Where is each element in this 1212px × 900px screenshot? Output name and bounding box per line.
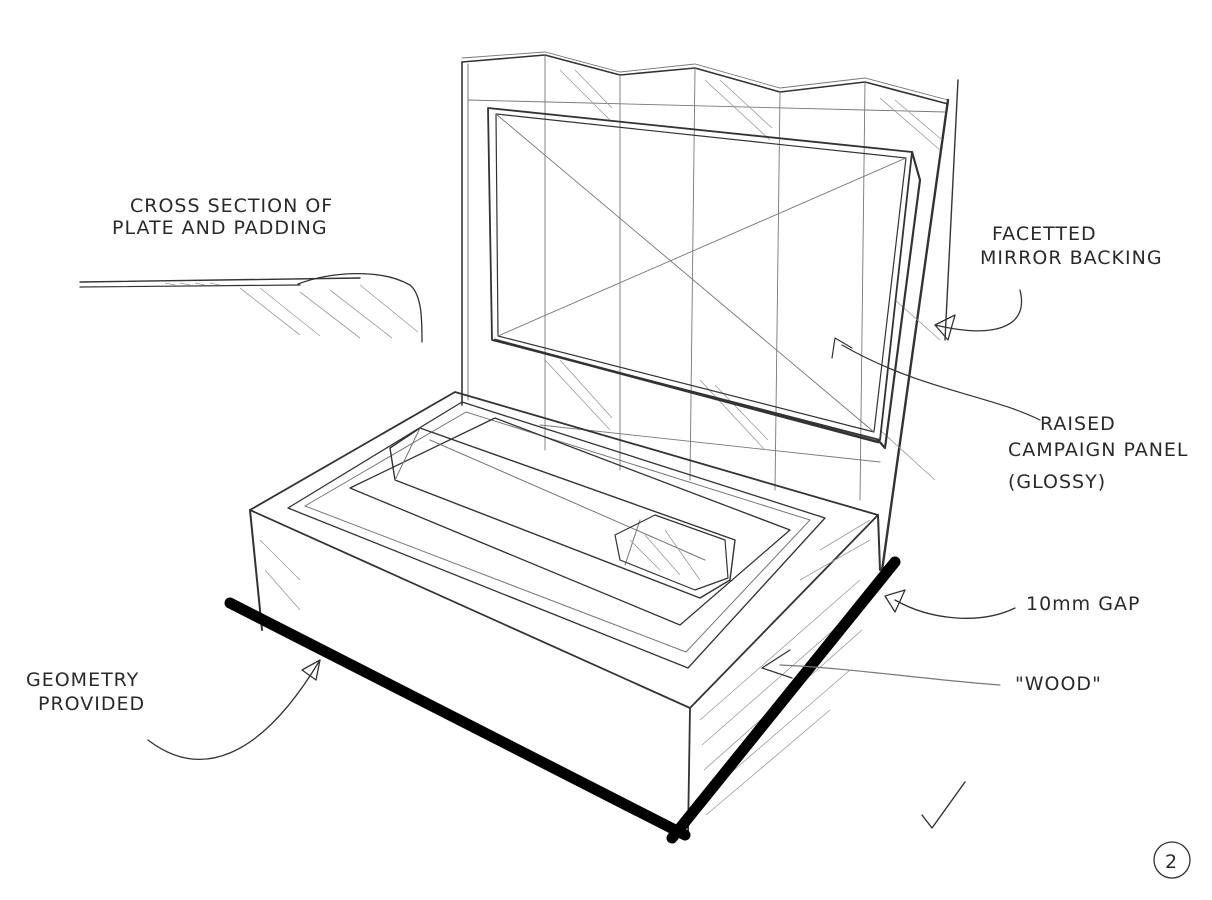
panel-label-line3: (GLOSSY) [1008,471,1106,493]
cross-section-label-line2: PLATE AND PADDING [112,217,328,239]
page-number: 2 [1165,851,1178,873]
crystal-bar [389,427,736,599]
mirror-label-line1: FACETTED [992,223,1097,245]
panel-label-line1: RAISED [1040,413,1116,435]
cross-section-detail [79,272,423,343]
mirror-label-line2: MIRROR BACKING [980,247,1163,269]
campaign-panel [487,107,1041,450]
gap-label: 10mm GAP [1026,593,1140,615]
footprint-lines [224,556,901,844]
geometry-label-line1: GEOMETRY [26,669,139,691]
page-number-badge: 2 [1153,841,1191,879]
leader-arrows [147,289,1023,829]
wood-label: "WOOD" [1015,673,1102,695]
cross-section-label-line1: CROSS SECTION OF [130,195,333,217]
geometry-label-line2: PROVIDED [38,693,145,715]
panel-label-line2: CAMPAIGN PANEL [1008,439,1189,461]
mirror-backing [461,51,959,587]
